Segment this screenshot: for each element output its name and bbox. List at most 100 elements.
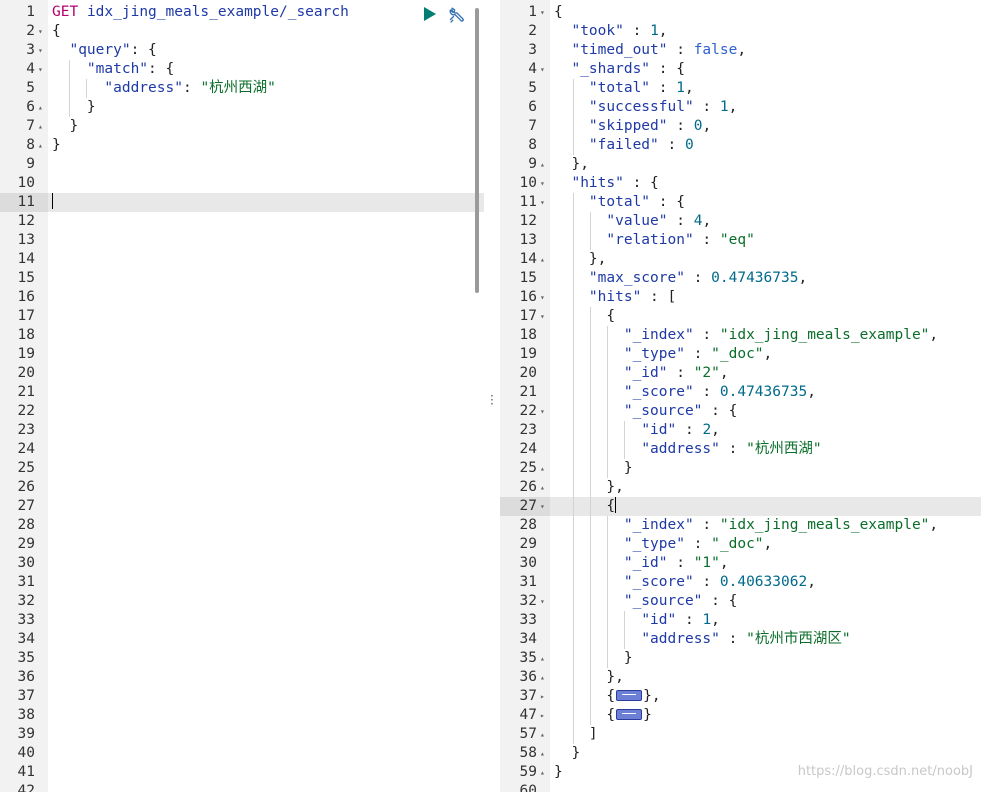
editor-line[interactable]: 14 [0, 250, 484, 269]
response-line[interactable]: 1▾{ [500, 3, 981, 22]
fold-toggle-icon[interactable]: ▴ [540, 483, 545, 492]
response-line[interactable]: 11▾ "total" : { [500, 193, 981, 212]
response-line[interactable]: 4▾ "_shards" : { [500, 60, 981, 79]
editor-line[interactable]: 39 [0, 725, 484, 744]
fold-toggle-icon[interactable]: ▾ [38, 65, 43, 74]
editor-line[interactable]: 38 [0, 706, 484, 725]
response-line[interactable]: 32▾ "_source" : { [500, 592, 981, 611]
editor-line[interactable]: 16 [0, 288, 484, 307]
response-line[interactable]: 34 "address" : "杭州市西湖区" [500, 630, 981, 649]
drag-handle-icon[interactable]: ··· [490, 389, 494, 411]
active-editor-line[interactable]: 11 [0, 193, 484, 212]
response-viewer[interactable]: 1▾{ 2 "took" : 1, 3 "timed_out" : false,… [500, 0, 981, 792]
response-line[interactable]: 3 "timed_out" : false, [500, 41, 981, 60]
response-line[interactable]: 37▸ {}, [500, 687, 981, 706]
editor-line[interactable]: 7▴ } [0, 117, 484, 136]
editor-line[interactable]: 28 [0, 516, 484, 535]
response-line[interactable]: 6 "successful" : 1, [500, 98, 981, 117]
fold-toggle-icon[interactable]: ▾ [540, 198, 545, 207]
response-line[interactable]: 58▴ } [500, 744, 981, 763]
fold-toggle-icon[interactable]: ▾ [540, 65, 545, 74]
response-line[interactable]: 30 "_id" : "1", [500, 554, 981, 573]
vertical-scrollbar[interactable] [475, 8, 479, 293]
editor-line[interactable]: 20 [0, 364, 484, 383]
editor-line[interactable]: 24 [0, 440, 484, 459]
fold-toggle-icon[interactable]: ▾ [540, 312, 545, 321]
editor-line[interactable]: 36 [0, 668, 484, 687]
response-line[interactable]: 13 "relation" : "eq" [500, 231, 981, 250]
fold-toggle-icon[interactable]: ▴ [540, 464, 545, 473]
fold-toggle-icon[interactable]: ▴ [540, 749, 545, 758]
fold-toggle-icon[interactable]: ▾ [540, 8, 545, 17]
response-line[interactable]: 24 "address" : "杭州西湖" [500, 440, 981, 459]
editor-line[interactable]: 32 [0, 592, 484, 611]
editor-line[interactable]: 8▴} [0, 136, 484, 155]
response-line[interactable]: 47▸ {} [500, 706, 981, 725]
pane-resize-handle[interactable]: ··· [484, 0, 500, 792]
response-line[interactable]: 5 "total" : 1, [500, 79, 981, 98]
response-line[interactable]: 35▴ } [500, 649, 981, 668]
response-line[interactable]: 15 "max_score" : 0.47436735, [500, 269, 981, 288]
editor-line[interactable]: 35 [0, 649, 484, 668]
editor-line[interactable]: 41 [0, 763, 484, 782]
editor-line[interactable]: 10 [0, 174, 484, 193]
response-line[interactable]: 60 [500, 782, 981, 792]
response-line[interactable]: 2 "took" : 1, [500, 22, 981, 41]
editor-line[interactable]: 25 [0, 459, 484, 478]
fold-toggle-icon[interactable]: ▴ [540, 673, 545, 682]
editor-line[interactable]: 29 [0, 535, 484, 554]
response-line[interactable]: 9▴ }, [500, 155, 981, 174]
editor-line[interactable]: 21 [0, 383, 484, 402]
editor-line[interactable]: 15 [0, 269, 484, 288]
fold-toggle-icon[interactable]: ▴ [38, 141, 43, 150]
response-line[interactable]: 8 "failed" : 0 [500, 136, 981, 155]
fold-toggle-icon[interactable]: ▾ [540, 502, 545, 511]
response-line[interactable]: 29 "_type" : "_doc", [500, 535, 981, 554]
editor-line[interactable]: 22 [0, 402, 484, 421]
fold-toggle-icon[interactable]: ▴ [540, 768, 545, 777]
response-line[interactable]: 31 "_score" : 0.40633062, [500, 573, 981, 592]
fold-toggle-icon[interactable]: ▾ [540, 597, 545, 606]
collapsed-object-icon[interactable] [616, 690, 643, 701]
fold-toggle-icon[interactable]: ▴ [540, 654, 545, 663]
editor-line[interactable]: 26 [0, 478, 484, 497]
editor-line[interactable]: 42 [0, 782, 484, 792]
response-line[interactable]: 33 "id" : 1, [500, 611, 981, 630]
editor-line[interactable]: 12 [0, 212, 484, 231]
fold-toggle-icon[interactable]: ▴ [540, 160, 545, 169]
editor-line[interactable]: 13 [0, 231, 484, 250]
response-line[interactable]: 28 "_index" : "idx_jing_meals_example", [500, 516, 981, 535]
play-icon[interactable] [424, 7, 436, 21]
editor-line[interactable]: 2▾{ [0, 22, 484, 41]
response-line[interactable]: 14▴ }, [500, 250, 981, 269]
response-line[interactable]: 57▴ ] [500, 725, 981, 744]
editor-line[interactable]: 9 [0, 155, 484, 174]
editor-line[interactable]: 34 [0, 630, 484, 649]
fold-toggle-icon[interactable]: ▾ [38, 46, 43, 55]
editor-line[interactable]: 31 [0, 573, 484, 592]
editor-line[interactable]: 4▾ "match": { [0, 60, 484, 79]
editor-line[interactable]: 5 "address": "杭州西湖" [0, 79, 484, 98]
response-line[interactable]: 26▴ }, [500, 478, 981, 497]
fold-toggle-icon[interactable]: ▾ [540, 293, 545, 302]
response-line[interactable]: 12 "value" : 4, [500, 212, 981, 231]
fold-toggle-icon[interactable]: ▾ [540, 179, 545, 188]
fold-toggle-icon[interactable]: ▾ [38, 27, 43, 36]
editor-line[interactable]: 3▾ "query": { [0, 41, 484, 60]
response-line[interactable]: 23 "id" : 2, [500, 421, 981, 440]
active-response-line[interactable]: 27▾ { [500, 497, 981, 516]
editor-line[interactable]: 19 [0, 345, 484, 364]
editor-line[interactable]: 30 [0, 554, 484, 573]
response-line[interactable]: 59▴} [500, 763, 981, 782]
wrench-icon[interactable] [448, 6, 466, 24]
response-line[interactable]: 19 "_type" : "_doc", [500, 345, 981, 364]
response-line[interactable]: 18 "_index" : "idx_jing_meals_example", [500, 326, 981, 345]
editor-line[interactable]: 37 [0, 687, 484, 706]
fold-toggle-icon[interactable]: ▴ [540, 730, 545, 739]
response-line[interactable]: 16▾ "hits" : [ [500, 288, 981, 307]
response-line[interactable]: 22▾ "_source" : { [500, 402, 981, 421]
editor-line[interactable]: 33 [0, 611, 484, 630]
fold-toggle-icon[interactable]: ▴ [38, 122, 43, 131]
